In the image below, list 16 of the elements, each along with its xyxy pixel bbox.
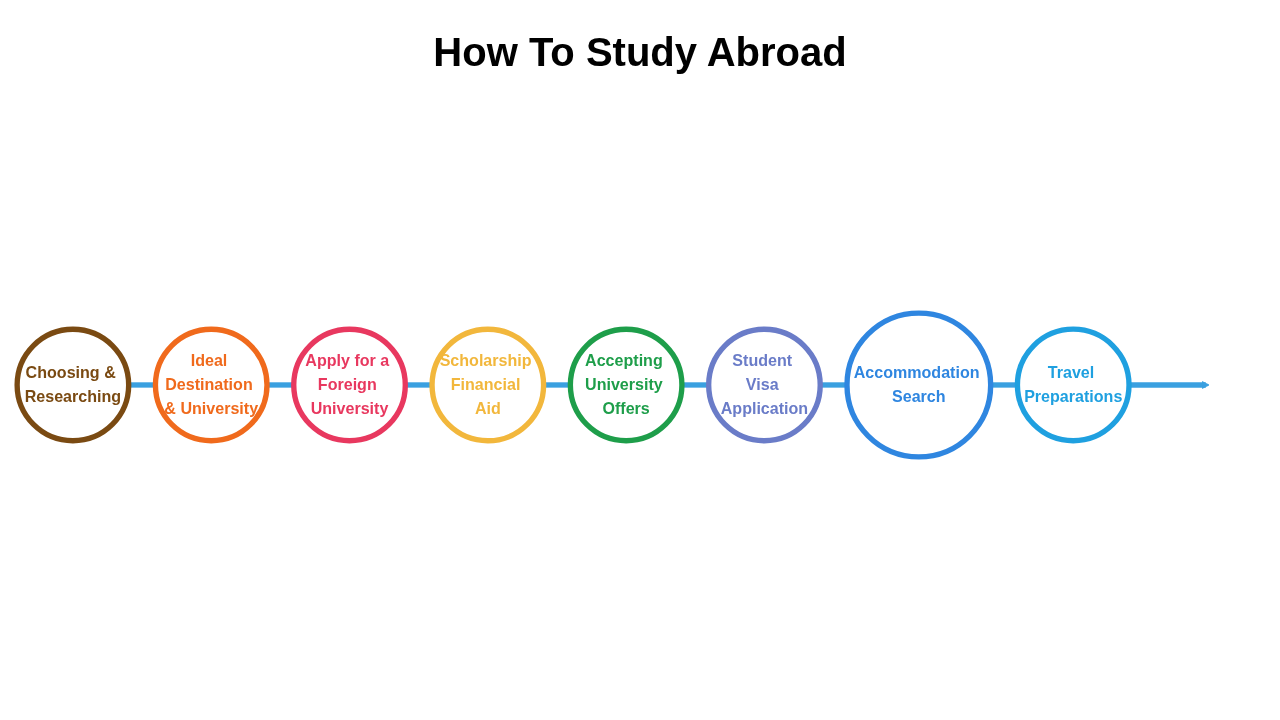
node-circle: Accommodation Search <box>844 310 994 460</box>
node-circle: Ideal Destination & University <box>152 326 270 444</box>
node-circle: Apply for a Foreign University <box>291 326 408 444</box>
node-circle: Student Visa Application <box>706 326 823 444</box>
connector <box>543 382 571 388</box>
connector <box>267 382 294 388</box>
node-circle: Accepting University Offers <box>567 326 685 444</box>
node-circle: Travel Preparations <box>1014 326 1132 444</box>
arrow <box>1129 381 1210 389</box>
connector <box>990 382 1018 388</box>
connector <box>128 382 156 388</box>
node-circle: Choosing & Researching <box>14 326 132 444</box>
diagram-title: How To Study Abroad <box>432 30 848 75</box>
node-circle: Scholarship Financial Aid <box>429 326 547 444</box>
connector <box>820 382 847 388</box>
connector <box>681 382 709 388</box>
